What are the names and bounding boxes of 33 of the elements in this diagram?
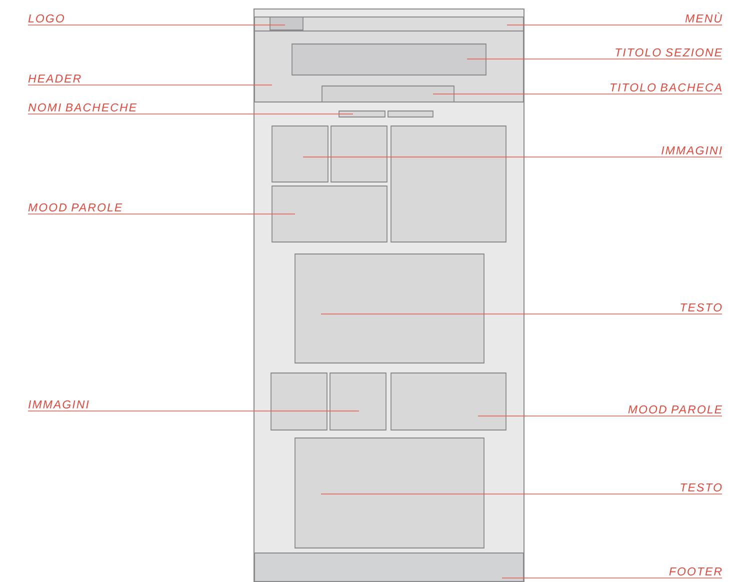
annotation-label: TITOLO SEZIONE bbox=[616, 48, 722, 56]
leader-line bbox=[28, 410, 360, 412]
annotation-label: IMMAGINI bbox=[28, 400, 89, 408]
image-placeholder bbox=[330, 126, 388, 182]
tab-placeholder bbox=[388, 110, 434, 118]
annotation-label: TESTO bbox=[680, 303, 722, 312]
image-placeholder bbox=[270, 372, 328, 430]
leader-line bbox=[466, 58, 722, 60]
annotation-label: MENÙ bbox=[685, 12, 722, 22]
annotation-label: IMMAGINI bbox=[662, 146, 722, 154]
annotation-label: FOOTER bbox=[669, 567, 722, 576]
annotation-label: HEADER bbox=[28, 74, 81, 82]
image-placeholder bbox=[390, 126, 506, 242]
annotation-label: MOOD PAROLE bbox=[28, 203, 122, 212]
footer-area bbox=[254, 552, 524, 582]
tab-placeholder bbox=[338, 110, 386, 118]
content-placeholder bbox=[390, 372, 506, 430]
image-placeholder bbox=[330, 372, 386, 430]
annotation-label: MOOD PAROLE bbox=[628, 405, 722, 414]
annotation-label: TITOLO BACHECA bbox=[610, 83, 722, 92]
leader-line bbox=[302, 156, 722, 158]
annotation-label: NOMI BACHECHE bbox=[28, 103, 137, 112]
content-placeholder bbox=[272, 186, 388, 242]
text-placeholder bbox=[294, 438, 484, 548]
annotation-label: TESTO bbox=[680, 483, 722, 492]
title-placeholder bbox=[292, 44, 486, 76]
text-placeholder bbox=[294, 254, 484, 364]
title-placeholder bbox=[322, 86, 454, 102]
leader-line bbox=[28, 84, 272, 86]
image-placeholder bbox=[272, 126, 328, 182]
leader-line bbox=[506, 24, 722, 26]
small-placeholder bbox=[270, 16, 304, 30]
annotation-label: LOGO bbox=[28, 14, 64, 22]
